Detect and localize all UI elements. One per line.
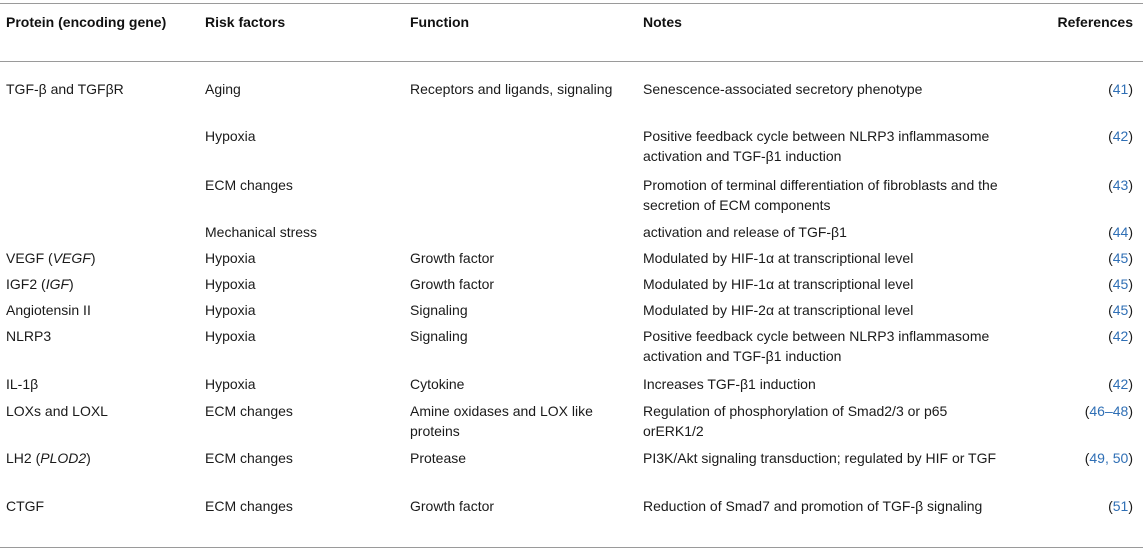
cell-protein: LH2 (PLOD2) — [6, 450, 91, 466]
cell-function: Amine oxidases and LOX like proteins — [410, 403, 593, 439]
cell-notes: activation and release of TGF-β1 — [643, 224, 847, 240]
cell-risk-factor: Mechanical stress — [205, 224, 318, 240]
cell-notes: Positive feedback cycle between NLRP3 in… — [643, 128, 990, 164]
cell-risk-factor: Hypoxia — [205, 328, 256, 344]
cell-risk-factor: Hypoxia — [205, 376, 256, 392]
cell-reference: (51) — [1108, 498, 1133, 514]
cell-reference: (45) — [1108, 250, 1133, 266]
cell-reference: (42) — [1108, 328, 1133, 344]
cell-risk-factor: ECM changes — [205, 498, 293, 514]
cell-reference: (44) — [1108, 224, 1133, 240]
cell-risk-factor: Hypoxia — [205, 128, 256, 144]
reference-link[interactable]: 45 — [1112, 250, 1129, 266]
reference-link[interactable]: 43 — [1112, 177, 1129, 193]
cell-function: Protease — [410, 450, 467, 466]
protein-name: CTGF — [6, 498, 45, 514]
protein-name: VEGF — [6, 250, 45, 266]
bottom-rule — [0, 547, 1143, 548]
cell-risk-factor: ECM changes — [205, 177, 293, 193]
gene-name: PLOD2 — [40, 450, 87, 466]
header-function: Function — [410, 14, 470, 30]
cell-reference: (42) — [1108, 128, 1133, 144]
cell-notes: Modulated by HIF-2α at transcriptional l… — [643, 302, 914, 318]
protein-name: IL-1β — [6, 376, 39, 392]
cell-protein: TGF-β and TGFβR — [6, 79, 196, 99]
header-references: References — [1057, 14, 1134, 30]
protein-name: LOXs and LOXL — [6, 403, 108, 419]
top-rule — [0, 3, 1143, 4]
cell-risk-factor: ECM changes — [205, 403, 293, 419]
cell-reference: (46–48) — [1084, 403, 1133, 419]
reference-link[interactable]: 41 — [1112, 81, 1129, 97]
header-rule — [0, 61, 1143, 62]
reference-link[interactable]: 45 — [1112, 276, 1129, 292]
cell-protein: NLRP3 — [6, 326, 196, 346]
cell-reference: (45) — [1108, 302, 1133, 318]
reference-link[interactable]: 46–48 — [1089, 403, 1129, 419]
cell-protein: LOXs and LOXL — [6, 401, 196, 421]
reference-link[interactable]: 45 — [1112, 302, 1129, 318]
reference-link[interactable]: 42 — [1112, 128, 1129, 144]
cell-notes: Modulated by HIF-1α at transcriptional l… — [643, 276, 914, 292]
cell-notes: Reduction of Smad7 and promotion of TGF-… — [643, 498, 983, 514]
cell-protein: CTGF — [6, 496, 196, 516]
cell-protein: IGF2 (IGF) — [6, 276, 74, 292]
cell-risk-factor: Hypoxia — [205, 250, 256, 266]
cell-risk-factor: Hypoxia — [205, 276, 256, 292]
cell-risk-factor: Hypoxia — [205, 302, 256, 318]
cell-notes: Increases TGF-β1 induction — [643, 376, 816, 392]
cell-notes: Promotion of terminal differentiation of… — [643, 177, 998, 213]
cell-function: Growth factor — [410, 250, 495, 266]
protein-name: TGF-β and TGFβR — [6, 81, 124, 97]
cell-reference: (41) — [1108, 81, 1133, 97]
cell-notes: Modulated by HIF-1α at transcriptional l… — [643, 250, 914, 266]
reference-link[interactable]: 51 — [1112, 498, 1129, 514]
reference-link[interactable]: 44 — [1112, 224, 1129, 240]
header-risk-factors: Risk factors — [205, 14, 286, 30]
cell-function: Cytokine — [410, 376, 465, 392]
cell-protein: IL-1β — [6, 374, 196, 394]
header-notes: Notes — [643, 14, 682, 30]
cell-notes: Positive feedback cycle between NLRP3 in… — [643, 328, 990, 364]
cell-reference: (42) — [1108, 376, 1133, 392]
cell-risk-factor: Aging — [205, 81, 241, 97]
cell-risk-factor: ECM changes — [205, 450, 293, 466]
cell-reference: (43) — [1108, 177, 1133, 193]
protein-name: LH2 — [6, 450, 32, 466]
protein-name: IGF2 — [6, 276, 38, 292]
cell-protein: Angiotensin II — [6, 300, 196, 320]
reference-link[interactable]: 49, 50 — [1089, 450, 1129, 466]
cell-function: Growth factor — [410, 276, 495, 292]
gene-name: VEGF — [52, 250, 91, 266]
header-protein: Protein (encoding gene) — [6, 14, 167, 30]
gene-name: IGF — [45, 276, 70, 292]
cell-notes: PI3K/Akt signaling transduction; regulat… — [643, 450, 997, 466]
reference-link[interactable]: 42 — [1112, 328, 1129, 344]
cell-notes: Senescence-associated secretory phenotyp… — [643, 81, 923, 97]
protein-name: NLRP3 — [6, 328, 52, 344]
cell-protein: VEGF (VEGF) — [6, 250, 96, 266]
cell-function: Signaling — [410, 328, 468, 344]
reference-link[interactable]: 42 — [1112, 376, 1129, 392]
cell-reference: (49, 50) — [1084, 450, 1133, 466]
cell-reference: (45) — [1108, 276, 1133, 292]
cell-function: Receptors and ligands, signaling — [410, 81, 613, 97]
cell-function: Signaling — [410, 302, 468, 318]
cell-function: Growth factor — [410, 498, 495, 514]
cell-notes: Regulation of phosphorylation of Smad2/3… — [643, 403, 948, 439]
protein-name: Angiotensin II — [6, 302, 91, 318]
